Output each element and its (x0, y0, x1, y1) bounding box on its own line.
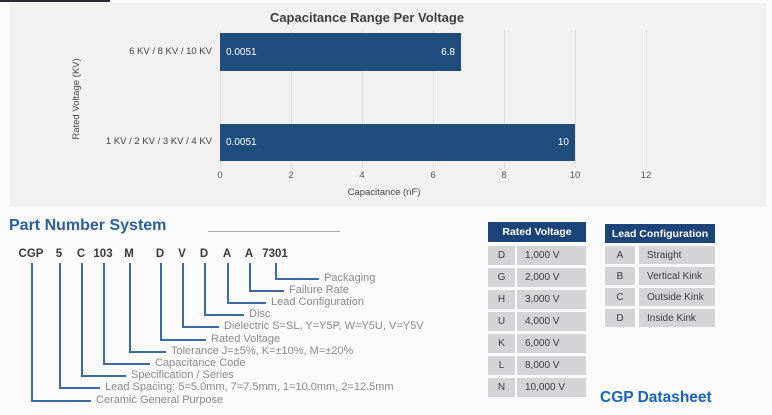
diagram-horizontal-line (249, 290, 284, 292)
table-code-cell: L (488, 356, 515, 375)
gridline (433, 30, 434, 168)
table-code-cell: H (488, 290, 515, 309)
diagram-horizontal-line (81, 375, 126, 377)
part-code: 5 (55, 248, 63, 260)
table-header: Lead Configuration (605, 224, 715, 243)
gridline (362, 30, 363, 168)
bar-max-label: 6.8 (441, 46, 455, 58)
diagram-vertical-line (31, 263, 33, 400)
table-value-cell: Vertical Kink (639, 267, 715, 285)
part-code: V (178, 248, 186, 260)
table-value-cell: 10,000 V (517, 378, 586, 397)
table-value-cell: Straight (639, 246, 715, 264)
field-label: Rated Voltage (211, 333, 281, 345)
table-value-cell: 8,000 V (517, 356, 586, 375)
chart-title: Capacitance Range Per Voltage (269, 10, 465, 25)
table-code-cell: B (605, 267, 635, 285)
part-code: C (76, 248, 86, 260)
part-code: M (124, 248, 134, 260)
x-tick-label: 0 (217, 170, 223, 181)
table-code-cell: N (488, 378, 515, 397)
gridline (220, 30, 221, 168)
x-tick-label: 4 (359, 170, 365, 181)
diagram-horizontal-line (204, 314, 244, 316)
category-label: 6 KV / 8 KV / 10 KV (129, 46, 212, 57)
diagram-vertical-line (182, 263, 184, 326)
diagram-horizontal-line (103, 363, 150, 365)
diagram-vertical-line (103, 263, 105, 363)
bar-min-label: 0.0051 (226, 46, 257, 58)
diagram-horizontal-line (227, 302, 266, 304)
cgp-datasheet-link[interactable]: CGP Datasheet (600, 389, 712, 406)
diagram-horizontal-line (31, 400, 91, 402)
field-label: Specification / Series (131, 369, 234, 381)
diagram-vertical-line (81, 263, 83, 375)
part-number-system-heading: Part Number System (9, 217, 167, 234)
diagram-vertical-line (204, 263, 206, 314)
table-header: Rated Voltage (488, 222, 586, 242)
diagram-vertical-line (129, 263, 131, 351)
diagram-horizontal-line (275, 278, 319, 280)
diagram-vertical-line (275, 263, 277, 278)
table-code-cell: U (488, 312, 515, 331)
gridline (291, 30, 292, 168)
table-value-cell: 3,000 V (517, 290, 586, 309)
x-tick-label: 10 (569, 170, 581, 181)
field-label: Dielectric S=SL, Y=Y5P, W=Y5U, V=Y5V (224, 320, 424, 332)
cropped-element-edge (0, 0, 110, 2)
x-tick-label: 6 (430, 170, 436, 181)
diagram-vertical-line (249, 263, 251, 290)
diagram-vertical-line (160, 263, 162, 339)
bar-max-label: 10 (557, 137, 569, 148)
bar: 0.0051 6.8 (220, 33, 461, 71)
table-value-cell: 2,000 V (517, 268, 586, 287)
diagram-horizontal-line (182, 326, 219, 328)
field-label: Lead Spacing: 5=5.0mm, 7=7.5mm, 1=10.0mm… (105, 381, 394, 393)
field-label: Packaging (324, 272, 376, 284)
field-label: Disc (249, 308, 271, 320)
table-code-cell: D (488, 246, 515, 265)
gridline (646, 30, 647, 168)
field-label: Lead Configuration (271, 296, 364, 308)
chart-x-axis-label: Capacitance (nF) (347, 187, 421, 198)
field-label: Failure Rate (289, 284, 349, 296)
part-code: 7301 (262, 248, 288, 260)
diagram-vertical-line (59, 263, 61, 387)
x-tick-label: 2 (288, 170, 294, 181)
diagram-horizontal-line (59, 387, 100, 389)
chart-plot-area: 0.0051 6.8 0.0051 10 (220, 30, 660, 168)
table-code-cell: K (488, 334, 515, 353)
bar: 0.0051 10 (220, 124, 575, 161)
part-code: D (199, 248, 209, 260)
field-label: Tolerance J=±5%, K=±10%, M=±20% (171, 345, 354, 357)
table-code-cell: A (605, 246, 635, 264)
part-code: A (222, 248, 232, 260)
x-tick-label: 12 (640, 170, 652, 181)
table-value-cell: 4,000 V (517, 312, 586, 331)
heading-rule (208, 231, 340, 232)
part-code: CGP (18, 248, 44, 260)
part-code: 103 (93, 248, 113, 260)
part-code: A (244, 248, 254, 260)
table-value-cell: Outside Kink (639, 288, 715, 306)
table-value-cell: Inside Kink (639, 309, 715, 327)
gridline (504, 30, 505, 168)
table-code-cell: D (605, 309, 635, 327)
part-code: D (155, 248, 165, 260)
gridline (575, 30, 576, 168)
bar-min-label: 0.0051 (226, 137, 257, 148)
table-code-cell: C (605, 288, 635, 306)
diagram-horizontal-line (129, 351, 166, 353)
category-label: 1 KV / 2 KV / 3 KV / 4 KV (105, 136, 212, 147)
field-label: Ceramic General Purpose (96, 394, 224, 406)
x-tick-label: 8 (501, 170, 507, 181)
capacitance-chart: Capacitance Range Per Voltage Rated Volt… (10, 3, 766, 207)
field-label: Capacitance Code (155, 357, 246, 369)
diagram-horizontal-line (160, 339, 206, 341)
table-code-cell: G (488, 268, 515, 287)
diagram-vertical-line (227, 263, 229, 302)
table-value-cell: 6,000 V (517, 334, 586, 353)
table-value-cell: 1,000 V (517, 246, 586, 265)
